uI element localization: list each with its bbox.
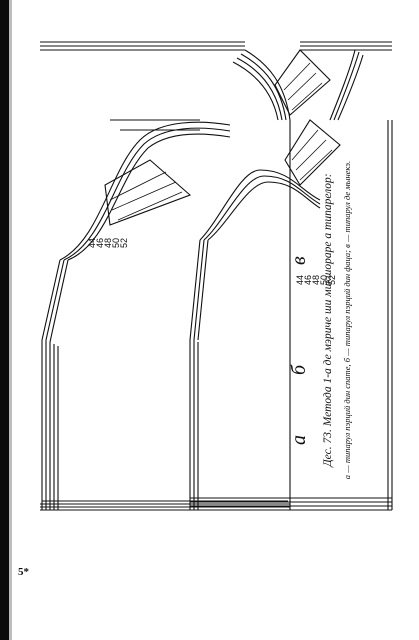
figure-legend: a — типарул пэрций дин спате, б — типару… — [342, 160, 352, 480]
size-label: 52 — [327, 275, 337, 285]
panel-b-pattern — [189, 41, 393, 511]
size-label: 50 — [111, 238, 121, 248]
panel-a-letter: а — [288, 435, 310, 445]
figure-caption: Дес. 73. Метода 1-а де мэриче ши микшоpa… — [322, 173, 334, 467]
panel-a-pattern — [40, 41, 291, 511]
size-label: 48 — [311, 275, 321, 285]
size-label: 48 — [103, 238, 113, 248]
size-label: 44 — [295, 275, 305, 285]
size-label: 52 — [119, 238, 129, 248]
panel-c-letter: в — [288, 256, 310, 265]
page-edge — [0, 0, 9, 640]
page-shadow — [9, 0, 12, 640]
page-number: 5* — [18, 566, 29, 578]
panel-b-letter: б — [288, 364, 310, 375]
size-label: 46 — [303, 275, 313, 285]
size-labels: 44 46 48 50 52 44 46 48 50 52 — [87, 238, 337, 285]
size-label: 44 — [87, 238, 97, 248]
size-label: 50 — [319, 275, 329, 285]
size-label: 46 — [95, 238, 105, 248]
